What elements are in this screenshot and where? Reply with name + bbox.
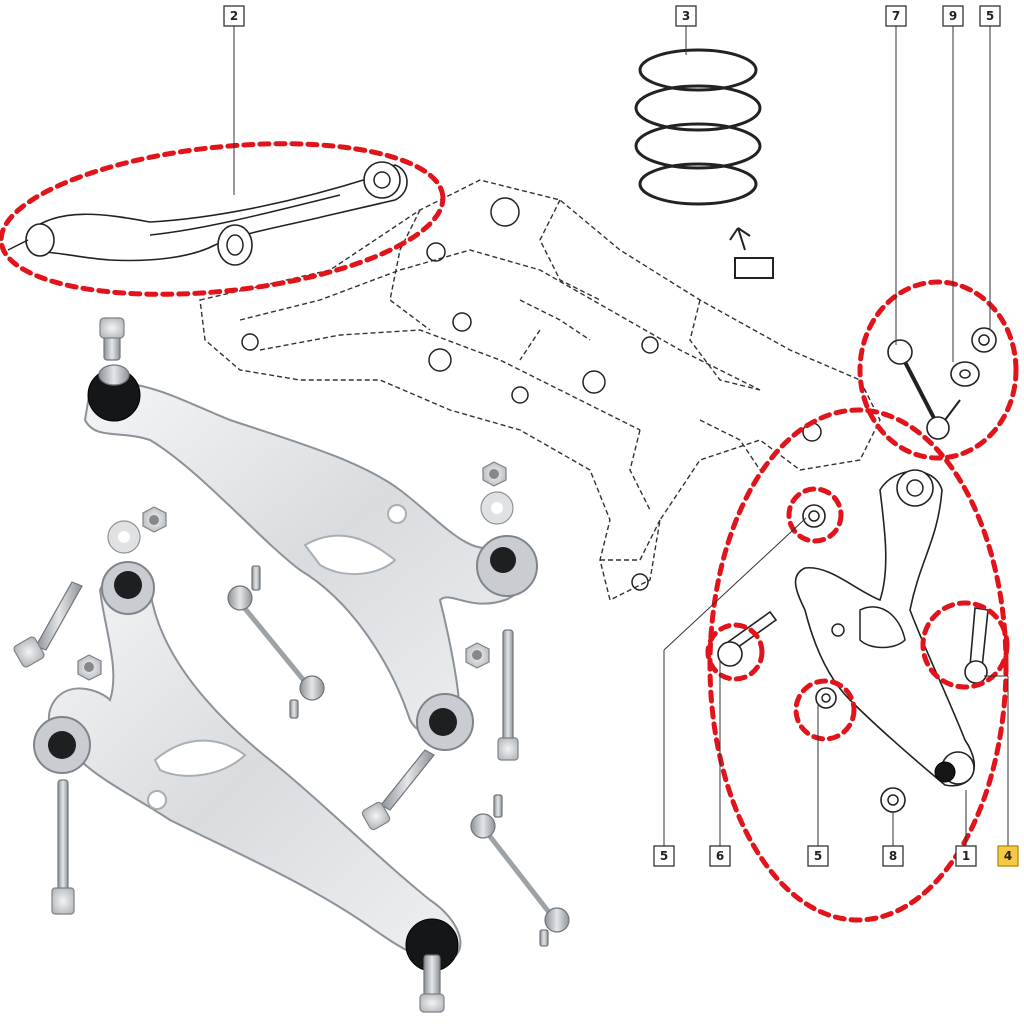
nut-photo-2 xyxy=(142,506,167,533)
subframe-drawing xyxy=(199,179,881,602)
callout-9: 9 xyxy=(942,5,964,27)
callout-2: 2 xyxy=(223,5,245,27)
control-arm-photo-lower xyxy=(33,561,462,1013)
highlight-upper-arm xyxy=(0,141,446,297)
bushing-lower-left xyxy=(33,716,91,774)
bolt-photo-1 xyxy=(13,581,83,668)
washer-photo-1 xyxy=(480,491,514,525)
callout-4-highlighted: 4 xyxy=(997,845,1019,867)
svg-text:5: 5 xyxy=(660,849,668,863)
stabilizer-link-photo-1 xyxy=(227,565,325,719)
nut-photo-4 xyxy=(465,642,490,669)
bolt-photo-2 xyxy=(497,629,519,761)
ball-joint-lower xyxy=(405,918,459,1013)
bushing-lower-top xyxy=(101,561,155,615)
highlight-rings xyxy=(0,141,1019,923)
washer-photo-2 xyxy=(107,520,141,554)
coil-spring-sketch xyxy=(634,48,774,279)
bolt-photo-4 xyxy=(361,749,435,831)
hardware-photo xyxy=(13,461,570,947)
callout-5-left: 5 xyxy=(653,845,675,867)
callout-7: 7 xyxy=(885,5,907,27)
highlight-bolt-right xyxy=(920,600,1010,690)
bushing-upper-right xyxy=(476,535,538,597)
svg-text:4: 4 xyxy=(1004,849,1012,863)
highlight-stabilizer-group xyxy=(857,279,1019,461)
lower-arm-sketch xyxy=(717,327,997,813)
leader-lines xyxy=(233,26,1009,846)
callout-1: 1 xyxy=(955,845,977,867)
bolt-photo-3 xyxy=(51,779,75,915)
svg-text:3: 3 xyxy=(682,9,690,23)
callout-5-mid: 5 xyxy=(807,845,829,867)
ball-joint-upper xyxy=(87,317,141,422)
highlight-nut-5-mid xyxy=(793,678,857,742)
highlight-bolt-6 xyxy=(705,622,765,682)
highlight-nut-upper xyxy=(786,486,844,544)
stabilizer-link-photo-2 xyxy=(470,794,570,947)
svg-text:5: 5 xyxy=(814,849,822,863)
svg-text:2: 2 xyxy=(230,9,238,23)
svg-text:7: 7 xyxy=(892,9,900,23)
svg-text:1: 1 xyxy=(962,849,970,863)
callout-5-top: 5 xyxy=(979,5,1001,27)
nut-photo-3 xyxy=(77,654,102,681)
nut-photo-1 xyxy=(482,461,507,487)
svg-text:9: 9 xyxy=(949,9,957,23)
callout-8: 8 xyxy=(882,845,904,867)
callout-3: 3 xyxy=(675,5,697,27)
bushing-upper-bottom xyxy=(416,693,474,751)
upper-arm-sketch xyxy=(7,161,408,266)
control-arm-photo-upper xyxy=(83,317,538,751)
callout-6: 6 xyxy=(709,845,731,867)
svg-text:8: 8 xyxy=(889,849,897,863)
svg-text:5: 5 xyxy=(986,9,994,23)
svg-text:6: 6 xyxy=(716,849,724,863)
